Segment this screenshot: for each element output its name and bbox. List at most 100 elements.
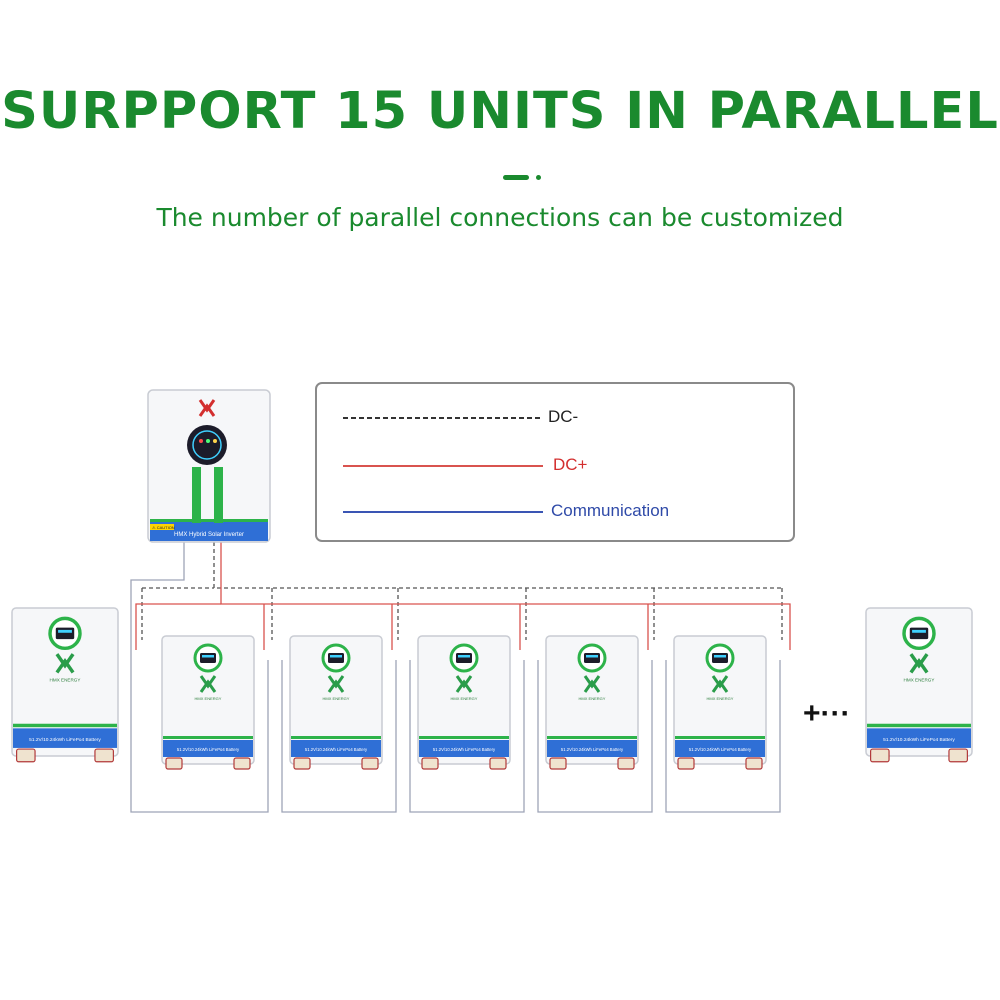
battery-terminal-left [677, 757, 695, 770]
battery-display [909, 627, 929, 640]
battery-terminal-right [361, 757, 379, 770]
battery-green-stripe [867, 723, 971, 728]
wiring-layer [130, 542, 791, 813]
battery-spec-label: 51.2V/10.24kWh LiFePo4 Battery [433, 747, 496, 752]
page-title: SURPPORT 15 UNITS IN PARALLEL [1, 82, 999, 141]
battery-terminal-right [948, 748, 968, 763]
legend-label-dc-minus: DC- [548, 407, 579, 426]
battery-label-band [419, 740, 509, 757]
battery-module: 51.2V/10.24kWh LiFePo4 Battery HMX ENERGY [545, 635, 639, 770]
wire-communication [130, 542, 269, 813]
battery-brand-label: HMX ENERGY [904, 678, 935, 683]
battery-green-stripe [419, 736, 509, 739]
battery-label-band [547, 740, 637, 757]
battery-spec-label: 51.2V/10.24kWh LiFePo4 Battery [883, 737, 955, 743]
battery-label-band [13, 728, 117, 748]
inverter-green-stripe [150, 519, 268, 522]
battery-label-band [291, 740, 381, 757]
battery-terminal-right [233, 757, 251, 770]
battery-spec-label: 51.2V/10.24kWh LiFePo4 Battery [561, 747, 624, 752]
battery-terminal-left [293, 757, 311, 770]
battery-label-band [675, 740, 765, 757]
battery-display-readout [58, 629, 72, 633]
battery-case [545, 635, 639, 765]
battery-logo-icon [583, 675, 601, 693]
battery-brand-label: HMX ENERGY [579, 696, 606, 701]
battery-logo-icon [327, 675, 345, 693]
battery-terminal-left [16, 748, 36, 763]
battery-display-readout [586, 655, 598, 658]
battery-brand-label: HMX ENERGY [707, 696, 734, 701]
battery-brand-label: HMX ENERGY [323, 696, 350, 701]
battery-terminal-left [421, 757, 439, 770]
title-accent-dash [503, 175, 529, 180]
inverter-warning-sticker [150, 524, 174, 530]
battery-terminal-right [489, 757, 507, 770]
battery-green-stripe [13, 723, 117, 728]
battery-case [289, 635, 383, 765]
inverter-body [147, 389, 271, 543]
battery-terminal-left [549, 757, 567, 770]
battery-display [55, 627, 75, 640]
title-accent-dot [536, 175, 541, 180]
battery-bank: 51.2V/10.24kWh LiFePo4 Battery HMX ENERGY… [11, 607, 973, 770]
battery-display-readout [714, 655, 726, 658]
battery-terminal-right [745, 757, 763, 770]
wire-dc-minus-drop [141, 587, 214, 640]
battery-spec-label: 51.2V/10.24kWh LiFePo4 Battery [689, 747, 752, 752]
battery-display-readout [458, 655, 470, 658]
page-subtitle: The number of parallel connections can b… [156, 203, 844, 232]
battery-logo-icon [909, 653, 929, 674]
wire-communication-link [409, 660, 525, 813]
legend-label-communication: Communication [551, 501, 670, 520]
battery-module: 51.2V/10.24kWh LiFePo4 Battery HMX ENERGY [417, 635, 511, 770]
legend-line-communication [343, 511, 543, 513]
inverter-warning-text: ⚠ CAUTION [152, 525, 175, 530]
battery-display-readout [330, 655, 342, 658]
battery-module: 51.2V/10.24kWh LiFePo4 Battery HMX ENERGY [673, 635, 767, 770]
battery-display [712, 653, 728, 663]
wire-dc-plus-drop [135, 603, 221, 650]
wire-communication-link [281, 660, 397, 813]
battery-green-stripe [163, 736, 253, 739]
battery-green-stripe [675, 736, 765, 739]
wire-legend: DC- DC+ Communication [315, 382, 795, 542]
battery-display [328, 653, 344, 663]
battery-case [865, 607, 973, 757]
battery-brand-label: HMX ENERGY [451, 696, 478, 701]
battery-label-band [163, 740, 253, 757]
hybrid-inverter: ⚠ CAUTION HMX Hybrid Solar Inverter [147, 389, 271, 543]
wire-communication-link [537, 660, 653, 813]
battery-terminal-right [617, 757, 635, 770]
battery-display-readout [202, 655, 214, 658]
legend-line-dc-minus [343, 417, 543, 419]
battery-green-stripe [291, 736, 381, 739]
battery-module: 51.2V/10.24kWh LiFePo4 Battery HMX ENERGY [865, 607, 973, 763]
wire-communication-link [665, 660, 781, 813]
inverter-led-red [199, 439, 203, 443]
battery-logo-icon [711, 675, 729, 693]
battery-spec-label: 51.2V/10.24kWh LiFePo4 Battery [305, 747, 368, 752]
battery-case [161, 635, 255, 765]
inverter-display-ring [192, 430, 222, 460]
battery-display [584, 653, 600, 663]
battery-brand-label: HMX ENERGY [195, 696, 222, 701]
inverter-stripe-left [192, 467, 201, 523]
battery-terminal-left [870, 748, 890, 763]
battery-display [200, 653, 216, 663]
continuation-marker: +··· [803, 697, 851, 730]
battery-module: 51.2V/10.24kWh LiFePo4 Battery HMX ENERGY [161, 635, 255, 770]
battery-green-stripe [547, 736, 637, 739]
battery-spec-label: 51.2V/10.24kWh LiFePo4 Battery [29, 737, 101, 743]
wire-dc-plus-bus [220, 542, 791, 650]
inverter-label-band [150, 522, 268, 541]
inverter-logo-icon [198, 399, 216, 417]
battery-spec-label: 51.2V/10.24kWh LiFePo4 Battery [177, 747, 240, 752]
battery-display [456, 653, 472, 663]
wire-dc-minus-bus [213, 542, 782, 589]
battery-case [11, 607, 119, 757]
inverter-model-label: HMX Hybrid Solar Inverter [174, 532, 244, 538]
inverter-stripe-right [214, 467, 223, 523]
battery-case [417, 635, 511, 765]
battery-display-readout [912, 629, 926, 633]
